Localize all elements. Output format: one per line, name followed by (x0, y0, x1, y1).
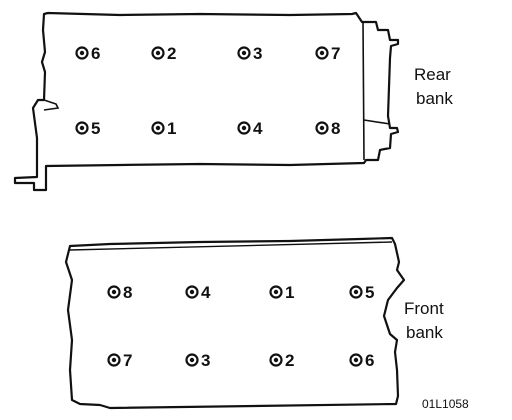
bolt-center-dot (319, 125, 325, 131)
bolt-hole-icon (349, 285, 363, 299)
bolt-hole-icon (315, 121, 329, 135)
rear-bank-bolt-2: 2 (151, 44, 176, 63)
bolt-center-dot (155, 50, 161, 56)
bolt-center-dot (353, 357, 359, 363)
bolt-sequence-number: 8 (331, 119, 340, 138)
bolt-center-dot (241, 50, 247, 56)
rear-bank-head-outline (13, 11, 400, 192)
bolt-hole-icon (75, 46, 89, 60)
bolt-sequence-number: 2 (285, 351, 294, 370)
rear-bank-label-line2: bank (416, 89, 453, 108)
front-bank-bolt-5: 5 (349, 283, 374, 302)
bolt-sequence-number: 6 (91, 44, 100, 63)
bolt-sequence-number: 3 (253, 44, 262, 63)
rear-bank-bolt-8: 8 (315, 119, 340, 138)
bolt-hole-icon (151, 46, 165, 60)
bolt-center-dot (319, 50, 325, 56)
rear-bank-inner-edge (362, 21, 365, 161)
bolt-hole-icon (185, 353, 199, 367)
front-bank-label-line1: Front (404, 299, 444, 318)
front-bank-bolt-8: 8 (107, 283, 132, 302)
bolt-sequence-number: 7 (123, 351, 132, 370)
rear-bank-label-line1: Rear (414, 65, 451, 84)
bolt-hole-icon (107, 285, 121, 299)
rear-bank-bolt-1: 1 (151, 119, 176, 138)
figure-code: 01L1058 (422, 397, 469, 411)
bolt-hole-icon (315, 46, 329, 60)
bolt-center-dot (111, 357, 117, 363)
bolt-hole-icon (75, 121, 89, 135)
bolt-sequence-number: 7 (331, 44, 340, 63)
bolt-center-dot (111, 289, 117, 295)
bolt-center-dot (353, 289, 359, 295)
bolt-center-dot (189, 289, 195, 295)
front-bank-bolt-6: 6 (349, 351, 374, 370)
rear-bank-bolt-7: 7 (315, 44, 340, 63)
front-bank-bolt-1: 1 (269, 283, 294, 302)
bolt-sequence-number: 1 (285, 283, 294, 302)
rear-bank-bolt-6: 6 (75, 44, 100, 63)
bolt-center-dot (79, 125, 85, 131)
rear-bank-bolt-4: 4 (237, 119, 263, 138)
bolt-center-dot (241, 125, 247, 131)
bolt-hole-icon (269, 285, 283, 299)
bolt-sequence-number: 6 (365, 351, 374, 370)
rear-bank-bolt-3: 3 (237, 44, 262, 63)
bolt-sequence-number: 8 (123, 283, 132, 302)
front-bank-top-lip (69, 241, 393, 251)
bolt-center-dot (155, 125, 161, 131)
rear-bank-right-ledge (363, 119, 391, 125)
bolt-center-dot (189, 357, 195, 363)
bolt-sequence-number: 1 (167, 119, 176, 138)
bolt-hole-icon (151, 121, 165, 135)
bolt-center-dot (273, 357, 279, 363)
bolt-sequence-number: 2 (167, 44, 176, 63)
front-bank-label-line2: bank (406, 323, 443, 342)
bolt-hole-icon (107, 353, 121, 367)
front-bank-bolt-2: 2 (269, 351, 294, 370)
bolt-hole-icon (237, 46, 251, 60)
bolt-hole-icon (237, 121, 251, 135)
bolt-sequence-number: 5 (365, 283, 374, 302)
bolt-sequence-number: 4 (253, 119, 263, 138)
front-bank-bolt-7: 7 (107, 351, 132, 370)
front-bank-bolt-4: 4 (185, 283, 211, 302)
rear-bank-bolt-5: 5 (75, 119, 100, 138)
front-bank-bolt-group: 8 4 1 5 7 3 2 6 (107, 283, 374, 370)
bolt-sequence-number: 4 (201, 283, 211, 302)
rear-bank-bolt-group: 6 2 3 7 5 1 4 8 (75, 44, 340, 138)
bolt-center-dot (79, 50, 85, 56)
bolt-hole-icon (349, 353, 363, 367)
bolt-center-dot (273, 289, 279, 295)
bolt-sequence-number: 5 (91, 119, 100, 138)
bolt-sequence-number: 3 (201, 351, 210, 370)
front-bank-head-outline (64, 236, 406, 410)
front-bank-bolt-3: 3 (185, 351, 210, 370)
rear-bank-left-step (43, 99, 60, 111)
bolt-hole-icon (185, 285, 199, 299)
bolt-hole-icon (269, 353, 283, 367)
